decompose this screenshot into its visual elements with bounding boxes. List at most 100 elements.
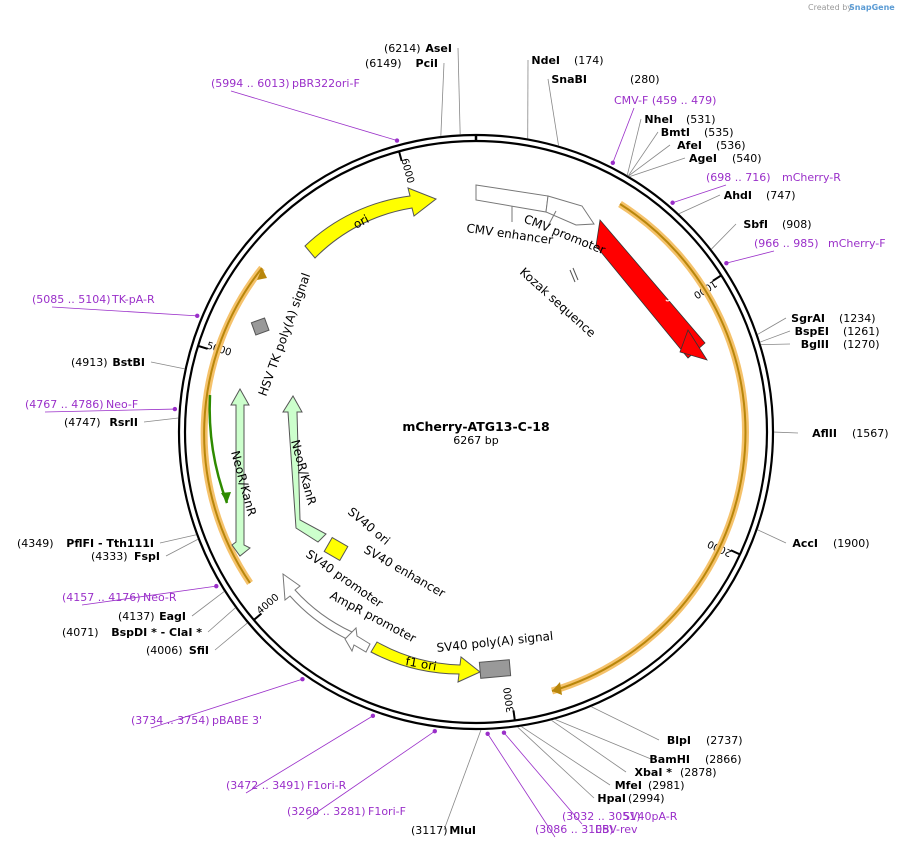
cmv-promoter-feature[interactable] — [545, 195, 595, 226]
site-name[interactable]: BglII — [801, 338, 829, 351]
tick-label: 6000 — [398, 157, 415, 184]
site-name[interactable]: MfeI — [615, 779, 642, 792]
site-name[interactable]: BamHI — [649, 753, 690, 766]
site-name[interactable]: FspI — [134, 550, 160, 563]
primer-name[interactable]: F1ori-R — [307, 779, 347, 792]
site-leader — [759, 330, 791, 343]
site-name[interactable]: XbaI * — [635, 766, 673, 779]
site-position: (747) — [766, 189, 796, 202]
site-position: (6149) — [365, 57, 402, 70]
site-name[interactable]: EagI — [159, 610, 186, 623]
neor-kanr-feature-inner[interactable] — [282, 395, 327, 543]
site-name[interactable]: AfeI — [677, 139, 702, 152]
primer-leader — [726, 250, 775, 264]
site-leader — [214, 622, 248, 651]
site-leader — [678, 194, 721, 215]
neor-kanr-label-outer: NeoR/KanR — [228, 449, 259, 517]
site-leader — [757, 317, 787, 335]
primer-name[interactable]: Neo-F — [106, 398, 138, 411]
site-leader-lines — [143, 47, 799, 831]
site-name[interactable]: BlpI — [667, 734, 691, 747]
primer-name[interactable]: pBABE 3' — [212, 714, 262, 727]
primer-name[interactable]: Neo-R — [143, 591, 177, 604]
site-name[interactable]: PflFI - Tth111I — [66, 537, 154, 550]
tick-mark — [712, 274, 722, 282]
site-name[interactable]: PciI — [416, 57, 438, 70]
sv40-polya-feature[interactable] — [478, 659, 512, 679]
f1-ori-feature[interactable] — [370, 641, 481, 683]
site-position: (2878) — [680, 766, 717, 779]
site-position: (2737) — [706, 734, 743, 747]
site-leader — [626, 118, 642, 176]
site-name[interactable]: BspEI — [795, 325, 829, 338]
primer-name[interactable]: mCherry-R — [782, 171, 841, 184]
primer-site-mark — [485, 731, 490, 736]
sv40-ori-feature[interactable] — [323, 536, 349, 562]
tick-mark — [398, 151, 403, 162]
hsv-tk-polya-feature[interactable] — [250, 317, 270, 336]
site-name[interactable]: BstBI — [112, 356, 145, 369]
site-leader — [143, 417, 179, 423]
site-name[interactable]: SnaBI — [551, 73, 587, 86]
site-position: (1567) — [852, 427, 889, 440]
site-name[interactable]: MluI — [449, 824, 476, 837]
primer-name[interactable]: SV40pA-R — [623, 810, 678, 823]
credit-prefix: Created by — [808, 3, 852, 12]
kozak-mark-2 — [572, 267, 579, 281]
primer-name[interactable]: F1ori-F — [368, 805, 406, 818]
site-name[interactable]: AhdI — [724, 189, 752, 202]
site-name[interactable]: SgrAI — [791, 312, 825, 325]
primer-leader — [306, 730, 436, 820]
mcherry-feature[interactable] — [595, 219, 706, 359]
primer-name[interactable]: mCherry-F — [828, 237, 886, 250]
site-leader — [554, 718, 652, 760]
ori-feature[interactable] — [304, 187, 438, 259]
primer-leader — [81, 585, 217, 606]
site-leader — [591, 706, 660, 741]
plasmid-length: 6267 bp — [453, 434, 498, 447]
primer-range: (5085 .. 5104) — [32, 293, 111, 306]
site-name[interactable]: SbfI — [743, 218, 768, 231]
primer-name[interactable]: EBV-rev — [595, 823, 638, 836]
site-position: (2981) — [648, 779, 685, 792]
snapgene-brand: SnapGene — [849, 3, 895, 12]
site-leader — [165, 538, 199, 557]
primer-leader — [51, 306, 198, 317]
primer-site-mark — [172, 406, 178, 412]
site-name[interactable]: RsrII — [109, 416, 138, 429]
site-name[interactable]: AccI — [792, 537, 818, 550]
site-name[interactable]: AgeI — [689, 152, 717, 165]
site-name[interactable]: AflII — [812, 427, 837, 440]
primer-name[interactable]: TK-pA-R — [111, 293, 155, 306]
mcherry-arrowhead — [679, 329, 708, 361]
neor-kanr-feature-outer[interactable] — [230, 387, 251, 557]
primer-leader — [230, 90, 398, 141]
primer-range: (3734 .. 3754) — [131, 714, 210, 727]
site-labels: AseI(6214)PciI(6149)NdeI(174)SnaBI(280)N… — [17, 42, 889, 837]
site-name[interactable]: HpaI — [597, 792, 626, 805]
site-name[interactable]: NheI — [644, 113, 673, 126]
primer-range: (4157 .. 4176) — [62, 591, 141, 604]
site-position: (536) — [716, 139, 746, 152]
site-leader — [443, 729, 482, 831]
site-name[interactable]: BspDI * - ClaI * — [111, 626, 202, 639]
site-name[interactable]: AseI — [425, 42, 452, 55]
primer-name[interactable]: pBR322ori-F — [292, 77, 360, 90]
plasmid-name: mCherry-ATG13-C-18 — [402, 419, 549, 434]
primer-name[interactable]: CMV-F (459 .. 479) — [614, 94, 716, 107]
site-leader — [629, 157, 686, 177]
site-position: (1270) — [843, 338, 880, 351]
site-leader — [457, 47, 461, 135]
kozak-label: Kozak sequence — [517, 265, 598, 340]
site-name[interactable]: NdeI — [531, 54, 560, 67]
sv40-polya-label: SV40 poly(A) signal — [436, 629, 554, 655]
site-position: (2866) — [705, 753, 742, 766]
site-name[interactable]: BmtI — [661, 126, 690, 139]
kozak-mark-1 — [569, 269, 576, 283]
site-name[interactable]: SfiI — [189, 644, 209, 657]
site-position: (1234) — [839, 312, 876, 325]
site-position: (1261) — [843, 325, 880, 338]
ampr-promoter-feature[interactable] — [344, 626, 371, 653]
